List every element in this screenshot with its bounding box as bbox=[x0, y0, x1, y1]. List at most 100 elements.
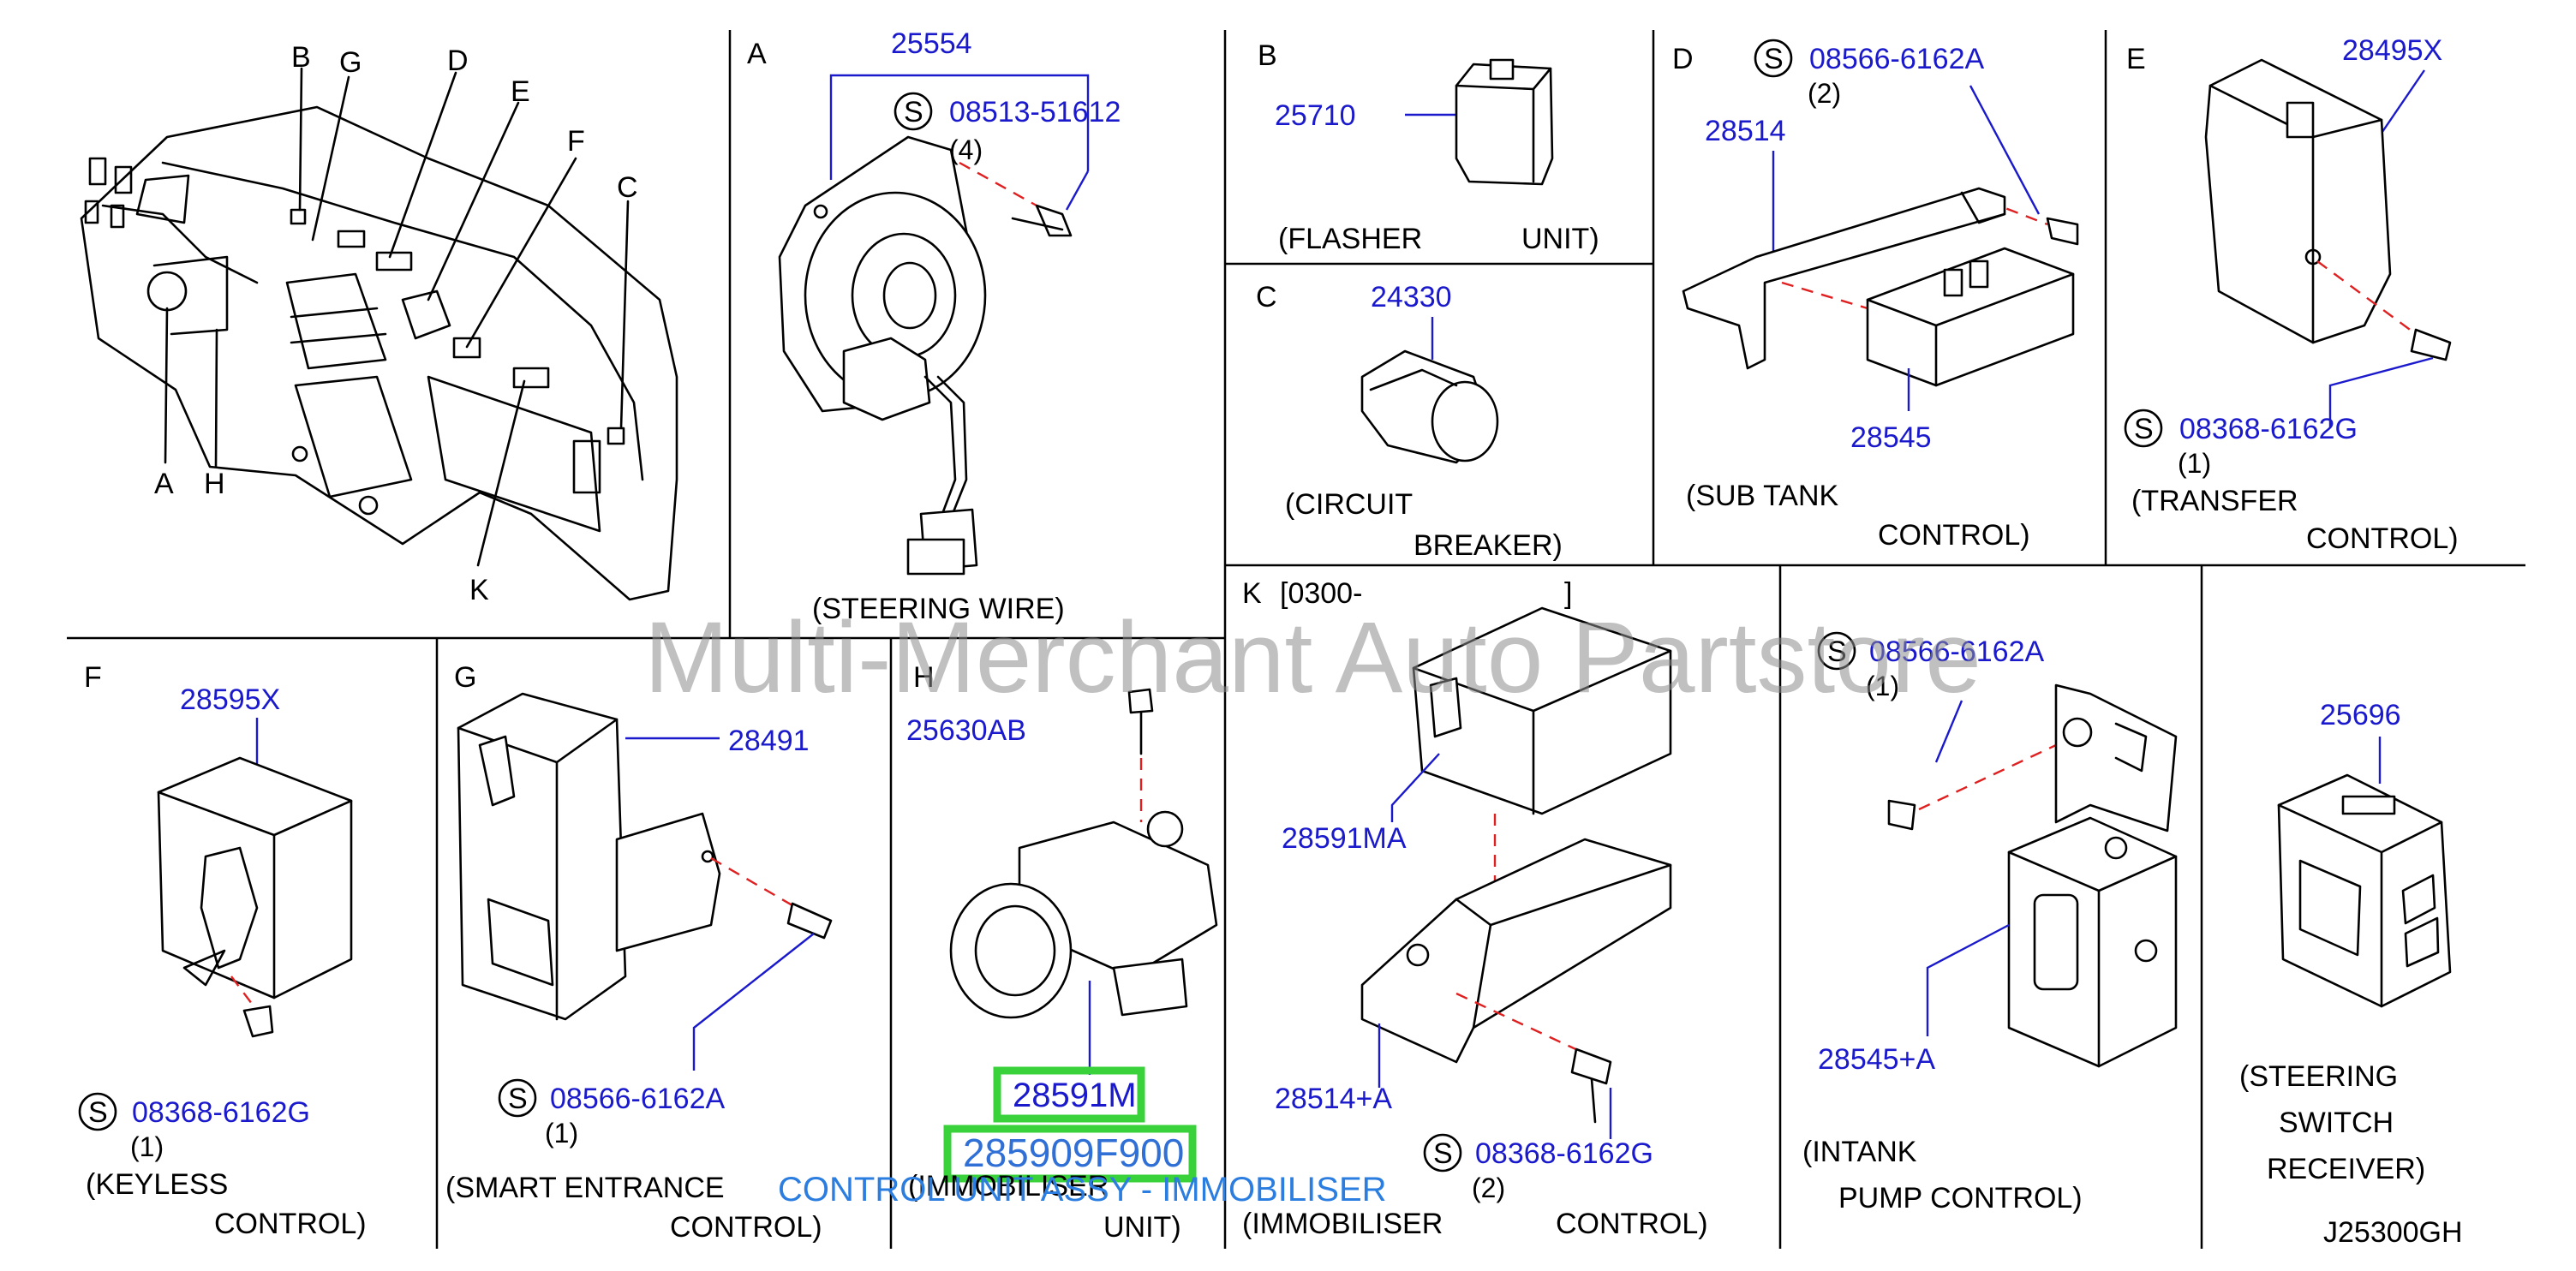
section-a-letter: A bbox=[747, 38, 767, 70]
screw-mark-s: S bbox=[1764, 43, 1784, 75]
highlight-box-285909f900 bbox=[943, 1125, 1197, 1183]
part-28591ma[interactable]: 28591MA bbox=[1282, 822, 1407, 855]
section-b-letter: B bbox=[1258, 39, 1277, 72]
diagram-code: J25300GH bbox=[2323, 1216, 2463, 1249]
overview-label-k: K bbox=[469, 574, 489, 606]
screw-mark-s: S bbox=[1433, 1137, 1453, 1170]
overview-label-h: H bbox=[204, 468, 225, 500]
part-25696[interactable]: 25696 bbox=[2320, 699, 2401, 731]
section-h: H 25630AB 28591M 285909F900 (IMMOBILISER… bbox=[906, 661, 1218, 1244]
section-intank: S 08566-6162A (1) 28545+A (INTANK PUMP C… bbox=[1802, 631, 2178, 1214]
caption-g-2: CONTROL) bbox=[670, 1211, 822, 1244]
part-08566-6162a-d[interactable]: 08566-6162A bbox=[1809, 43, 1985, 75]
screw-mark-s: S bbox=[2134, 413, 2154, 445]
section-c: C 24330 (CIRCUIT BREAKER) bbox=[1256, 281, 1563, 562]
qty-g: (1) bbox=[545, 1118, 578, 1149]
qty-a: (4) bbox=[949, 134, 983, 165]
k-range-label: [0300- bbox=[1280, 577, 1362, 610]
part-08368-6162g-k[interactable]: 08368-6162G bbox=[1475, 1137, 1653, 1170]
section-d: D S 08566-6162A (2) 28514 28545 (SUB TAN… bbox=[1672, 39, 2079, 552]
part-28491[interactable]: 28491 bbox=[728, 725, 810, 757]
part-25710[interactable]: 25710 bbox=[1275, 99, 1356, 132]
part-28591m[interactable]: 28591M bbox=[1013, 1077, 1137, 1114]
part-08513-51612[interactable]: 08513-51612 bbox=[949, 96, 1121, 128]
section-a: A 25554 S 08513-51612 (4) (STEERING WIRE… bbox=[747, 27, 1121, 625]
overview-dashboard: B G D E F C A H K bbox=[80, 41, 678, 606]
part-08368-6162g-f[interactable]: 08368-6162G bbox=[132, 1096, 310, 1129]
caption-g-1: (SMART ENTRANCE bbox=[445, 1172, 725, 1204]
caption-intank-2: PUMP CONTROL) bbox=[1838, 1182, 2083, 1214]
part-28595x[interactable]: 28595X bbox=[180, 683, 280, 716]
overview-label-c: C bbox=[617, 171, 638, 204]
k-range-end: ] bbox=[1564, 577, 1572, 610]
part-28514[interactable]: 28514 bbox=[1705, 115, 1786, 147]
caption-f-2: CONTROL) bbox=[214, 1208, 367, 1240]
screw-mark-icon bbox=[2124, 409, 2163, 448]
qty-e: (1) bbox=[2178, 448, 2211, 479]
qty-f: (1) bbox=[130, 1131, 164, 1162]
qty-d: (2) bbox=[1808, 78, 1841, 109]
caption-k-1: (IMMOBILISER bbox=[1242, 1208, 1443, 1240]
part-28545-plus-a[interactable]: 28545+A bbox=[1818, 1043, 1935, 1076]
watermark: Multi-Merchant Auto Partstore bbox=[644, 601, 1981, 714]
caption-intank-1: (INTANK bbox=[1802, 1136, 1917, 1168]
part-28545[interactable]: 28545 bbox=[1850, 421, 1932, 454]
part-28495x[interactable]: 28495X bbox=[2342, 34, 2442, 67]
highlight-box-28591m bbox=[993, 1066, 1145, 1123]
section-k-letter: K bbox=[1242, 577, 1262, 610]
section-f: F 28595X S 08368-6162G (1) (KEYLESS CONT… bbox=[78, 661, 367, 1240]
caption-ssr-2: SWITCH bbox=[2279, 1107, 2394, 1139]
part-25630ab[interactable]: 25630AB bbox=[906, 714, 1026, 747]
caption-a: (STEERING WIRE) bbox=[812, 593, 1065, 625]
screw-mark-s: S bbox=[508, 1083, 528, 1115]
overview-label-a: A bbox=[154, 468, 174, 500]
section-steering-switch-receiver: 25696 (STEERING SWITCH RECEIVER) bbox=[2239, 699, 2452, 1185]
caption-h-2: UNIT) bbox=[1103, 1211, 1181, 1244]
part-24330[interactable]: 24330 bbox=[1371, 281, 1452, 313]
caption-d-1: (SUB TANK bbox=[1686, 480, 1839, 512]
overview-label-b: B bbox=[291, 41, 311, 74]
part-08368-6162g-e[interactable]: 08368-6162G bbox=[2179, 413, 2358, 445]
screw-mark-icon bbox=[498, 1078, 537, 1118]
caption-ssr-1: (STEERING bbox=[2239, 1060, 2398, 1093]
part-285909f900[interactable]: 285909F900 bbox=[963, 1131, 1184, 1175]
screw-mark-s: S bbox=[1827, 636, 1847, 668]
section-d-letter: D bbox=[1672, 43, 1694, 75]
qty-k: (2) bbox=[1472, 1173, 1505, 1203]
section-g-letter: G bbox=[454, 661, 476, 694]
part-08566-6162a-intank[interactable]: 08566-6162A bbox=[1869, 636, 2045, 668]
caption-ssr-3: RECEIVER) bbox=[2267, 1153, 2425, 1185]
section-h-letter: H bbox=[913, 661, 935, 694]
overview-label-d: D bbox=[447, 45, 469, 77]
part-25554[interactable]: 25554 bbox=[891, 27, 972, 60]
caption-f-1: (KEYLESS bbox=[86, 1168, 228, 1201]
overview-label-g: G bbox=[339, 46, 362, 79]
caption-c-1: (CIRCUIT bbox=[1285, 488, 1413, 521]
section-k: K [0300- ] 28591MA 28514+A S 08368-6162G… bbox=[1242, 577, 1708, 1240]
caption-b-1: (FLASHER bbox=[1278, 223, 1422, 255]
caption-e-1: (TRANSFER bbox=[2131, 485, 2298, 517]
caption-k-2: CONTROL) bbox=[1556, 1208, 1708, 1240]
screw-mark-icon bbox=[1423, 1133, 1462, 1173]
overview-label-f: F bbox=[567, 125, 585, 158]
caption-h-1: (IMMOBILISER bbox=[908, 1170, 1109, 1202]
section-b: B 25710 (FLASHER UNIT) bbox=[1258, 39, 1599, 255]
screw-mark-icon bbox=[894, 92, 933, 131]
screw-mark-icon bbox=[78, 1092, 117, 1131]
screw-mark-icon bbox=[1754, 39, 1793, 78]
qty-intank: (1) bbox=[1866, 671, 1899, 701]
section-f-letter: F bbox=[84, 661, 102, 694]
part-28514-plus-a[interactable]: 28514+A bbox=[1275, 1083, 1392, 1115]
screw-mark-icon bbox=[1817, 631, 1856, 671]
part-08566-6162a-g[interactable]: 08566-6162A bbox=[550, 1083, 726, 1115]
overview-label-e: E bbox=[511, 75, 530, 108]
screw-mark-s: S bbox=[88, 1096, 108, 1129]
screw-mark-s: S bbox=[904, 96, 923, 128]
section-g: G 28491 S 08566-6162A (1) (SMART ENTRANC… bbox=[445, 661, 833, 1244]
section-e: E 28495X S 08368-6162G (1) (TRANSFER CON… bbox=[2124, 34, 2459, 555]
caption-e-2: CONTROL) bbox=[2306, 522, 2459, 555]
grid-lines bbox=[67, 30, 2525, 1249]
section-e-letter: E bbox=[2126, 43, 2146, 75]
overlay-caption: CONTROL UNIT ASSY - IMMOBILISER bbox=[778, 1171, 1387, 1208]
